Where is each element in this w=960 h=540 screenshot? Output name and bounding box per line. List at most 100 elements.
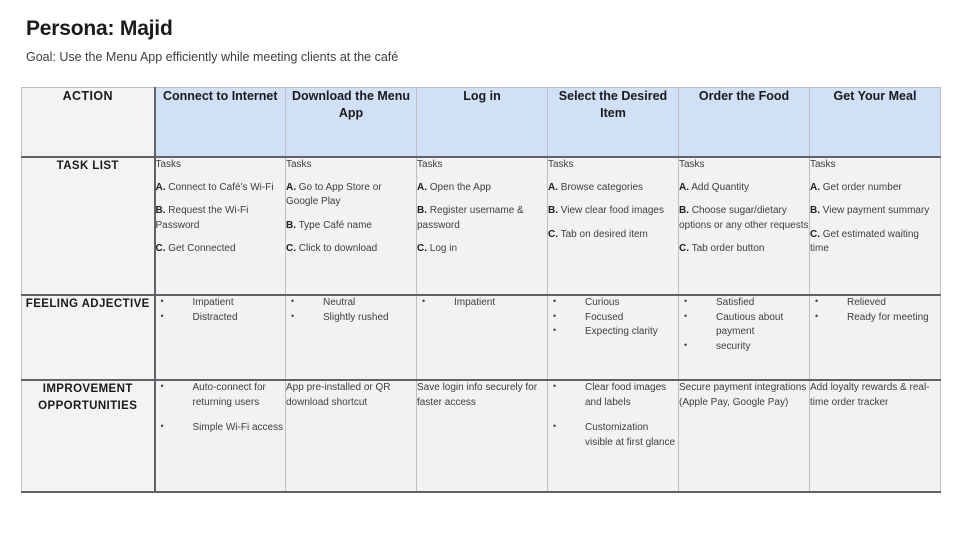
feeling-item: Focused bbox=[548, 310, 678, 326]
task-text: View payment summary bbox=[822, 205, 930, 217]
task-text: Tab order button bbox=[691, 242, 765, 254]
task-item: B. Register username & password bbox=[417, 204, 547, 232]
task-text: Choose sugar/dietary options or any othe… bbox=[679, 205, 809, 231]
task-item: C. Click to download bbox=[286, 242, 416, 256]
feeling-item: Impatient bbox=[156, 295, 286, 311]
feeling-cell-3: Impatient bbox=[416, 294, 548, 381]
task-text: Get estimated waiting time bbox=[810, 228, 919, 254]
feeling-list: RelievedReady for meeting bbox=[810, 295, 940, 326]
feeling-item: Impatient bbox=[417, 295, 547, 311]
header-stage-2: Download the Menu App bbox=[285, 87, 417, 158]
task-list-cell-4: Tasks A. Browse categories B. View clear f… bbox=[547, 156, 679, 296]
task-letter: C. bbox=[286, 242, 296, 254]
feeling-item: Relieved bbox=[810, 295, 940, 311]
tasks-caption: Tasks bbox=[286, 159, 312, 170]
feeling-cell-4: CuriousFocusedExpecting clarity bbox=[547, 294, 679, 381]
task-letter: C. bbox=[548, 228, 558, 240]
task-text: Request the Wi-Fi Password bbox=[155, 205, 249, 231]
improvement-list: Auto-connect for returning usersSimple W… bbox=[156, 380, 286, 436]
feeling-item: Satisfied bbox=[679, 295, 809, 311]
task-text: Add Quantity bbox=[691, 182, 750, 194]
task-text: Go to App Store or Google Play bbox=[286, 182, 382, 208]
feeling-item: Expecting clarity bbox=[548, 324, 678, 340]
task-letter: A. bbox=[286, 182, 296, 194]
improvement-item: Auto-connect for returning users bbox=[156, 380, 286, 410]
task-item: C. Log in bbox=[417, 242, 547, 256]
task-item: C. Tab on desired item bbox=[548, 228, 678, 242]
tasks-caption: Tasks bbox=[810, 159, 836, 170]
task-text: Type Café name bbox=[298, 219, 372, 231]
task-text: Get order number bbox=[822, 182, 902, 194]
task-item: A. Go to App Store or Google Play bbox=[286, 181, 416, 209]
improvement-item: Add loyalty rewards & real-time order tr… bbox=[810, 382, 930, 408]
task-letter: B. bbox=[810, 205, 820, 217]
task-letter: B. bbox=[286, 219, 296, 231]
task-item: A. Add Quantity bbox=[679, 181, 809, 195]
task-item: B. View clear food images bbox=[548, 204, 678, 218]
task-item: B. View payment summary bbox=[810, 204, 940, 218]
feeling-item: Ready for meeting bbox=[810, 310, 940, 326]
improvement-cell-3: Save login info securely for faster acce… bbox=[416, 379, 548, 493]
improvement-cell-2: App pre-installed or QR download shortcu… bbox=[285, 379, 417, 493]
improvement-item: Save login info securely for faster acce… bbox=[417, 382, 538, 408]
task-letter: B. bbox=[548, 205, 558, 217]
task-letter: A. bbox=[155, 182, 166, 194]
task-item: C. Get Connected bbox=[156, 242, 286, 256]
task-letter: B. bbox=[417, 205, 427, 217]
task-letter: C. bbox=[679, 242, 689, 254]
task-text: Open the App bbox=[429, 182, 491, 194]
task-text: Get Connected bbox=[168, 242, 236, 254]
task-item: A. Connect to Café's Wi-Fi bbox=[156, 181, 286, 195]
tasks-caption: Tasks bbox=[548, 159, 574, 170]
task-letter: A. bbox=[417, 182, 427, 194]
task-item: B. Choose sugar/dietary options or any o… bbox=[679, 204, 809, 232]
row-label-improvement-opportunities: IMPROVEMENT OPPORTUNITIES bbox=[21, 379, 156, 493]
improvement-item: Clear food images and labels bbox=[548, 380, 678, 410]
feeling-item: Slightly rushed bbox=[286, 310, 416, 326]
header-stage-6: Get Your Meal bbox=[809, 87, 941, 158]
task-letter: B. bbox=[679, 205, 689, 217]
feeling-item: Curious bbox=[548, 295, 678, 311]
feeling-item: Distracted bbox=[156, 310, 286, 326]
header-stage-4: Select the Desired Item bbox=[547, 87, 679, 158]
row-label-task-list: TASK LIST bbox=[21, 156, 156, 296]
improvement-opportunities-row: IMPROVEMENT OPPORTUNITIESAuto-connect fo… bbox=[21, 379, 941, 493]
tasks-caption: Tasks bbox=[155, 159, 182, 170]
task-item: A. Browse categories bbox=[548, 181, 678, 195]
task-item: C. Tab order button bbox=[679, 242, 809, 256]
task-text: Connect to Café's Wi-Fi bbox=[168, 182, 274, 194]
improvement-cell-5: Secure payment integrations (Apple Pay, … bbox=[678, 379, 810, 493]
task-item: A. Open the App bbox=[417, 181, 547, 195]
improvement-list: Clear food images and labelsCustomizatio… bbox=[548, 380, 678, 450]
improvement-cell-4: Clear food images and labelsCustomizatio… bbox=[547, 379, 679, 493]
task-letter: C. bbox=[417, 242, 427, 254]
task-text: Register username & password bbox=[417, 205, 524, 231]
header-stage-5: Order the Food bbox=[678, 87, 810, 158]
improvement-cell-1: Auto-connect for returning usersSimple W… bbox=[154, 379, 286, 493]
task-letter: C. bbox=[155, 242, 166, 254]
task-item: B. Type Café name bbox=[286, 219, 416, 233]
heading-block: Persona: Majid Goal: Use the Menu App ef… bbox=[26, 16, 398, 65]
task-text: Browse categories bbox=[560, 182, 644, 194]
tasks-caption: Tasks bbox=[679, 159, 705, 170]
tasks-caption: Tasks bbox=[417, 159, 443, 170]
feeling-item: security bbox=[679, 339, 809, 355]
task-item: C. Get estimated waiting time bbox=[810, 228, 940, 256]
task-item: A. Get order number bbox=[810, 181, 940, 195]
header-stage-3: Log in bbox=[416, 87, 548, 158]
feeling-list: CuriousFocusedExpecting clarity bbox=[548, 295, 678, 340]
feeling-item: Cautious about payment bbox=[679, 310, 809, 340]
task-letter: B. bbox=[155, 205, 166, 217]
improvement-cell-6: Add loyalty rewards & real-time order tr… bbox=[809, 379, 941, 493]
header-stage-1: Connect to Internet bbox=[154, 87, 286, 158]
task-text: Click to download bbox=[298, 242, 378, 254]
